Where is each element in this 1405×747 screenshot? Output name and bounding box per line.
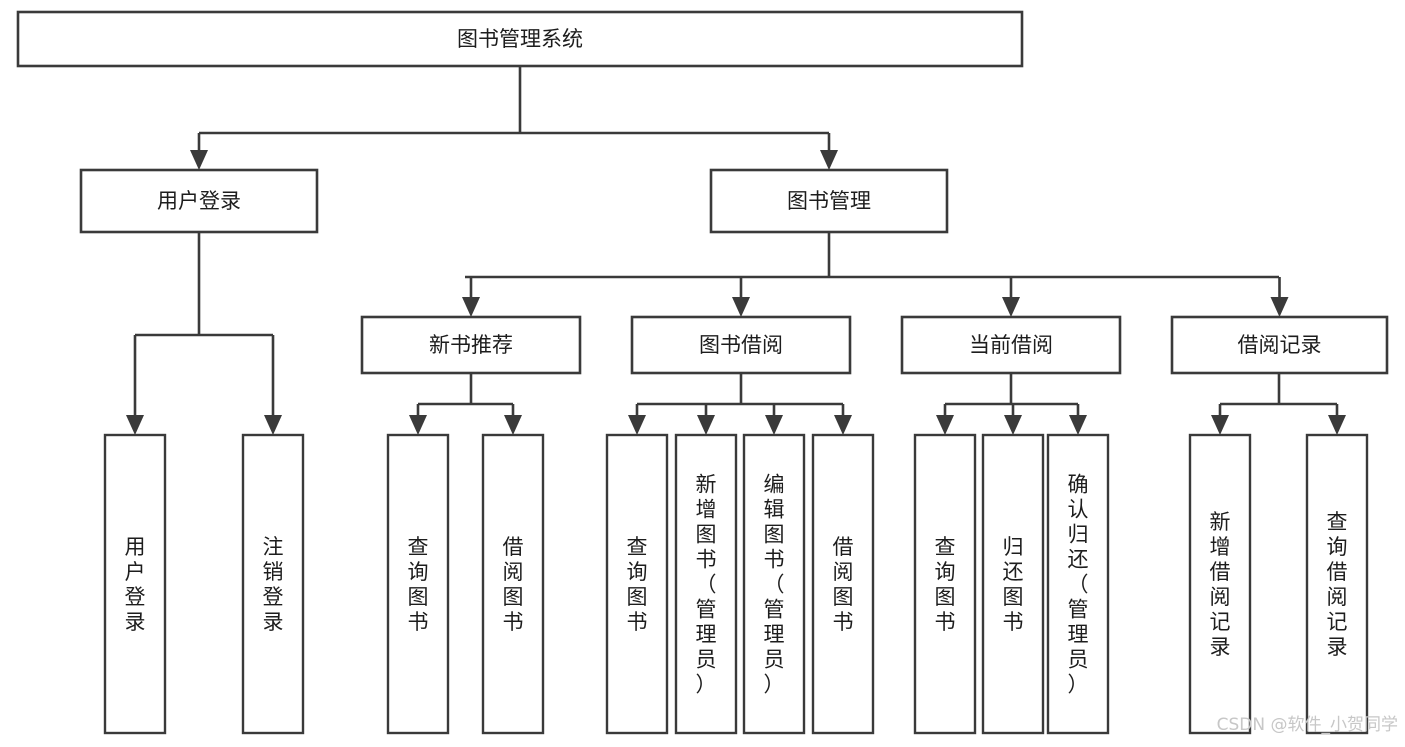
node-book-borrow[interactable]: 图书借阅 — [630, 315, 852, 375]
node-label: 查询图书 — [627, 535, 648, 634]
node-label: 借阅图书 — [833, 535, 854, 634]
connector-arrow-leaf-add-record — [1211, 404, 1229, 435]
connector-bus-current-borrow — [945, 373, 1078, 406]
node-current-borrow[interactable]: 当前借阅 — [900, 315, 1122, 375]
node-leaf-query-book-2[interactable]: 查询图书 — [605, 433, 669, 735]
node-label: 新增借阅记录 — [1210, 510, 1231, 659]
node-label: 借阅图书 — [503, 535, 524, 634]
node-label: 归还图书 — [1003, 535, 1024, 634]
connector-arrow-book-borrow — [732, 277, 750, 317]
connector-arrow-leaf-query-record — [1328, 404, 1346, 435]
node-leaf-confirm-return[interactable]: 确认归还（管理员） — [1046, 433, 1110, 735]
node-leaf-edit-book[interactable]: 编辑图书（管理员） — [742, 433, 806, 735]
node-root[interactable]: 图书管理系统 — [16, 10, 1024, 68]
node-leaf-logout[interactable]: 注销登录 — [241, 433, 305, 735]
connector-arrow-leaf-borrow-book-1 — [504, 404, 522, 435]
node-leaf-borrow-book-1[interactable]: 借阅图书 — [481, 433, 545, 735]
node-label: 新增图书（管理员） — [696, 473, 717, 697]
connector-arrow-leaf-user-login — [126, 335, 144, 435]
node-label: 查询借阅记录 — [1327, 510, 1348, 659]
node-label: 注销登录 — [263, 535, 284, 634]
connector-arrow-borrow-record — [1270, 277, 1289, 317]
connector-arrow-current-borrow — [1002, 277, 1020, 317]
connector-arrow-leaf-query-book-2 — [628, 404, 646, 435]
connector-arrow-leaf-return-book — [1004, 404, 1022, 435]
connector-bus-borrow-record — [1220, 373, 1337, 406]
connectors-layer — [126, 66, 1346, 435]
connector-arrow-book-manage — [820, 133, 838, 170]
node-leaf-query-book-1[interactable]: 查询图书 — [386, 433, 450, 735]
connector-bus-root — [199, 66, 829, 135]
connector-arrow-user-login — [190, 133, 208, 170]
connector-bus-book-manage — [465, 232, 1279, 279]
node-label: 新书推荐 — [429, 333, 513, 357]
connector-arrow-leaf-confirm-return — [1069, 404, 1087, 435]
node-new-book-recommend[interactable]: 新书推荐 — [360, 315, 582, 375]
node-leaf-query-record[interactable]: 查询借阅记录 — [1305, 433, 1369, 735]
node-leaf-add-record[interactable]: 新增借阅记录 — [1188, 433, 1252, 735]
node-label: 图书借阅 — [699, 333, 783, 357]
node-label: 查询图书 — [935, 535, 956, 634]
node-leaf-return-book[interactable]: 归还图书 — [981, 433, 1045, 735]
node-label: 用户登录 — [157, 189, 241, 213]
node-leaf-add-book[interactable]: 新增图书（管理员） — [674, 433, 738, 735]
node-leaf-user-login[interactable]: 用户登录 — [103, 433, 167, 735]
connector-arrow-leaf-logout — [264, 335, 282, 435]
connector-arrow-leaf-query-book-3 — [936, 404, 954, 435]
connector-arrow-leaf-query-book-1 — [409, 404, 427, 435]
node-leaf-query-book-3[interactable]: 查询图书 — [913, 433, 977, 735]
node-label: 查询图书 — [408, 535, 429, 634]
node-label: 确认归还（管理员） — [1068, 473, 1089, 697]
node-label: 借阅记录 — [1238, 333, 1322, 357]
node-label: 图书管理系统 — [457, 27, 583, 51]
node-label: 当前借阅 — [969, 333, 1053, 357]
node-book-manage[interactable]: 图书管理 — [709, 168, 949, 234]
connector-arrow-leaf-edit-book — [765, 404, 783, 435]
connector-arrow-leaf-add-book — [697, 404, 715, 435]
csdn-watermark: CSDN @软件_小贺同学 — [1217, 715, 1398, 735]
node-user-login[interactable]: 用户登录 — [79, 168, 319, 234]
node-leaf-borrow-book-2[interactable]: 借阅图书 — [811, 433, 875, 735]
connector-arrow-new-book-recommend — [462, 277, 480, 317]
connector-bus-new-book — [418, 373, 513, 406]
nodes-layer: 图书管理系统用户登录图书管理新书推荐图书借阅当前借阅借阅记录用户登录注销登录查询… — [16, 10, 1389, 735]
connector-bus-user-login — [135, 232, 273, 337]
node-borrow-record[interactable]: 借阅记录 — [1170, 315, 1389, 375]
connector-arrow-leaf-borrow-book-2 — [834, 404, 852, 435]
node-label: 编辑图书（管理员） — [764, 473, 785, 697]
node-label: 用户登录 — [125, 535, 146, 634]
node-label: 图书管理 — [787, 189, 871, 213]
connector-bus-book-borrow — [637, 373, 843, 406]
